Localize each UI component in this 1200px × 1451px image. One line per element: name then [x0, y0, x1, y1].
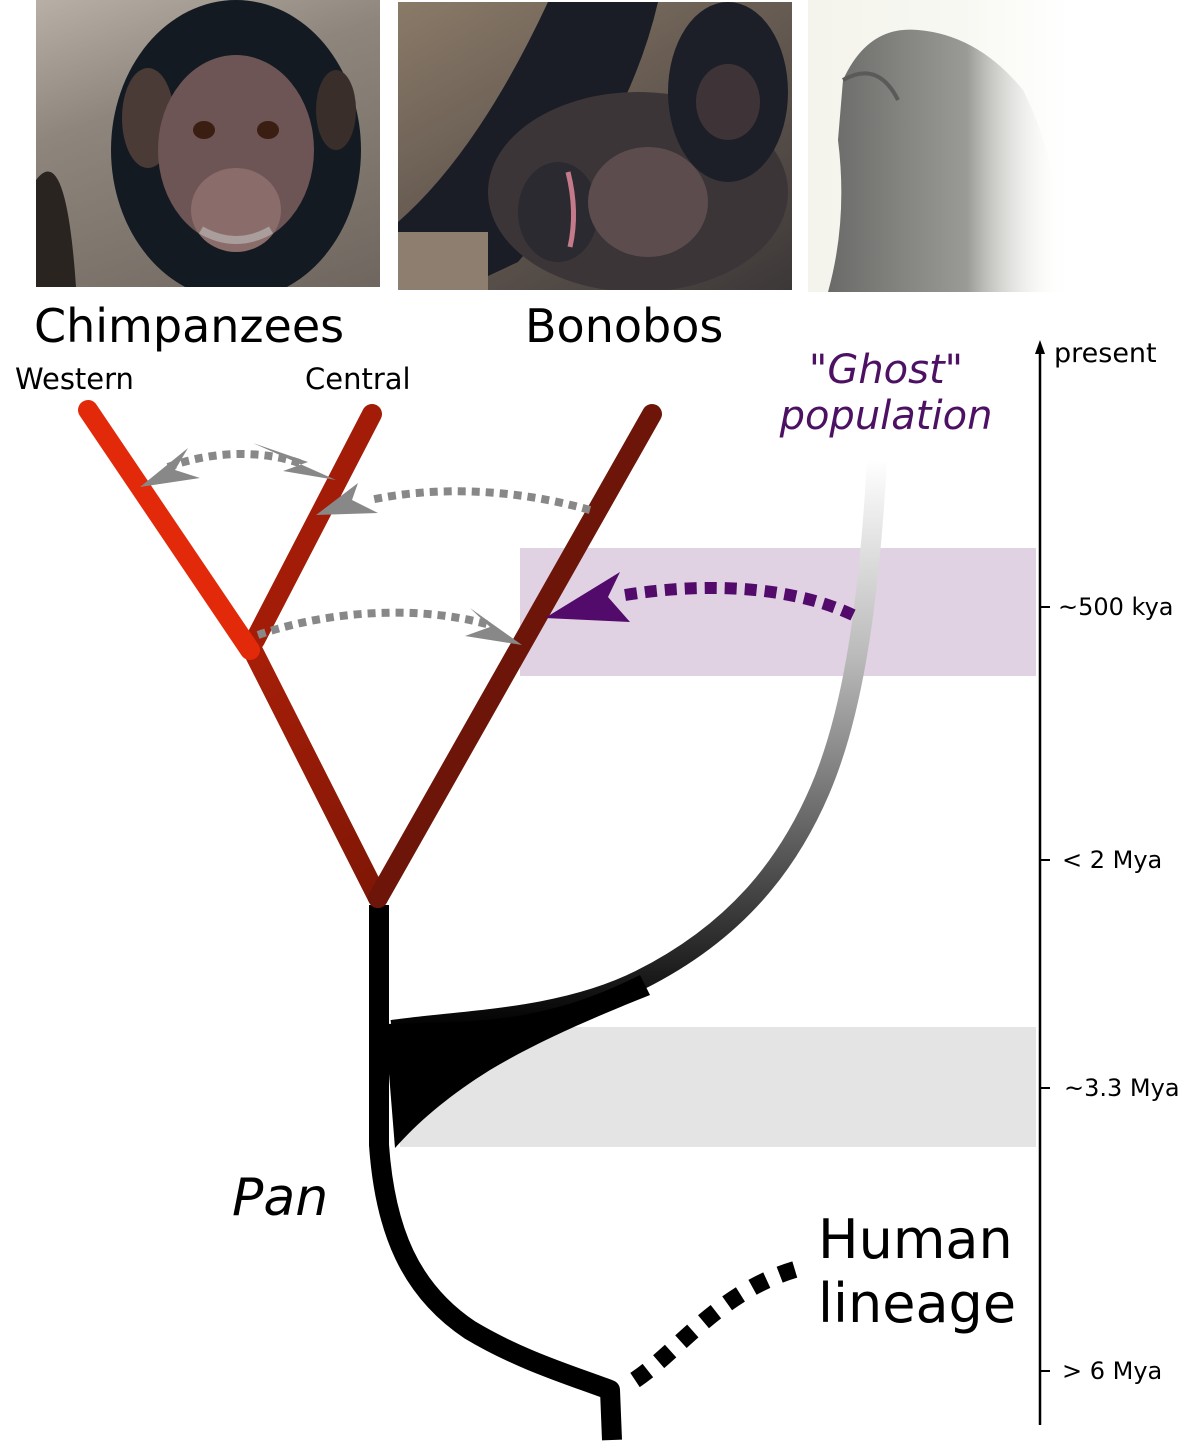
- human-label-line2: lineage: [818, 1271, 1017, 1335]
- present-label: present: [1054, 338, 1157, 369]
- chimpanzee-illustration: [36, 0, 361, 287]
- arrowhead-to-western: [140, 448, 200, 487]
- bonobo-illustration: [398, 2, 788, 290]
- ghost-ape-illustration: [828, 29, 1060, 292]
- arrowhead-to-bonobo: [465, 608, 522, 645]
- ghost-population-label: "Ghost" population: [760, 347, 1012, 439]
- ghost-label-line1: "Ghost": [808, 347, 964, 393]
- arrowhead-to-central: [253, 443, 336, 480]
- central-branch: [245, 404, 382, 650]
- human-lineage-dotted: [630, 1259, 803, 1388]
- ghost-arrowhead: [545, 572, 630, 622]
- tick-label-500kya: ~500 kya: [1058, 593, 1174, 621]
- tick-label-6mya: > 6 Mya: [1062, 1357, 1163, 1385]
- western-central-gene-flow: [166, 450, 307, 471]
- ghost-photo: [808, 0, 1070, 292]
- ghost-label-line2: population: [779, 393, 993, 439]
- bonobo-branch: [368, 404, 662, 908]
- chimp-ancestor-branch: [240, 635, 388, 908]
- ghost-to-bonobo-gene-flow: [624, 581, 856, 621]
- ghost-lineage: [390, 459, 887, 1040]
- bonobos-label: Bonobos: [525, 299, 724, 353]
- western-label: Western: [15, 362, 134, 396]
- pan-trunk: [369, 905, 622, 1441]
- timeline-arrowhead: [1035, 340, 1045, 354]
- chimpanzee-photo: [36, 0, 380, 287]
- human-label-line1: Human: [818, 1208, 1013, 1271]
- bonobo-to-central-gene-flow: [369, 487, 592, 514]
- ghost-split-flare: [385, 975, 650, 1148]
- tick-label-2mya: < 2 Mya: [1062, 846, 1163, 874]
- chimpanzees-label: Chimpanzees: [34, 299, 345, 353]
- ancestor-to-bonobo-gene-flow: [256, 608, 492, 639]
- human-lineage-label: Human lineage: [818, 1208, 1016, 1335]
- bonobo-photo: [398, 2, 792, 290]
- pan-label: Pan: [232, 1168, 329, 1228]
- central-label: Central: [305, 362, 411, 396]
- western-branch: [78, 400, 260, 660]
- tick-label-3-3mya: ~3.3 Mya: [1064, 1074, 1180, 1102]
- arrowhead-to-central-from-bonobo: [316, 483, 378, 515]
